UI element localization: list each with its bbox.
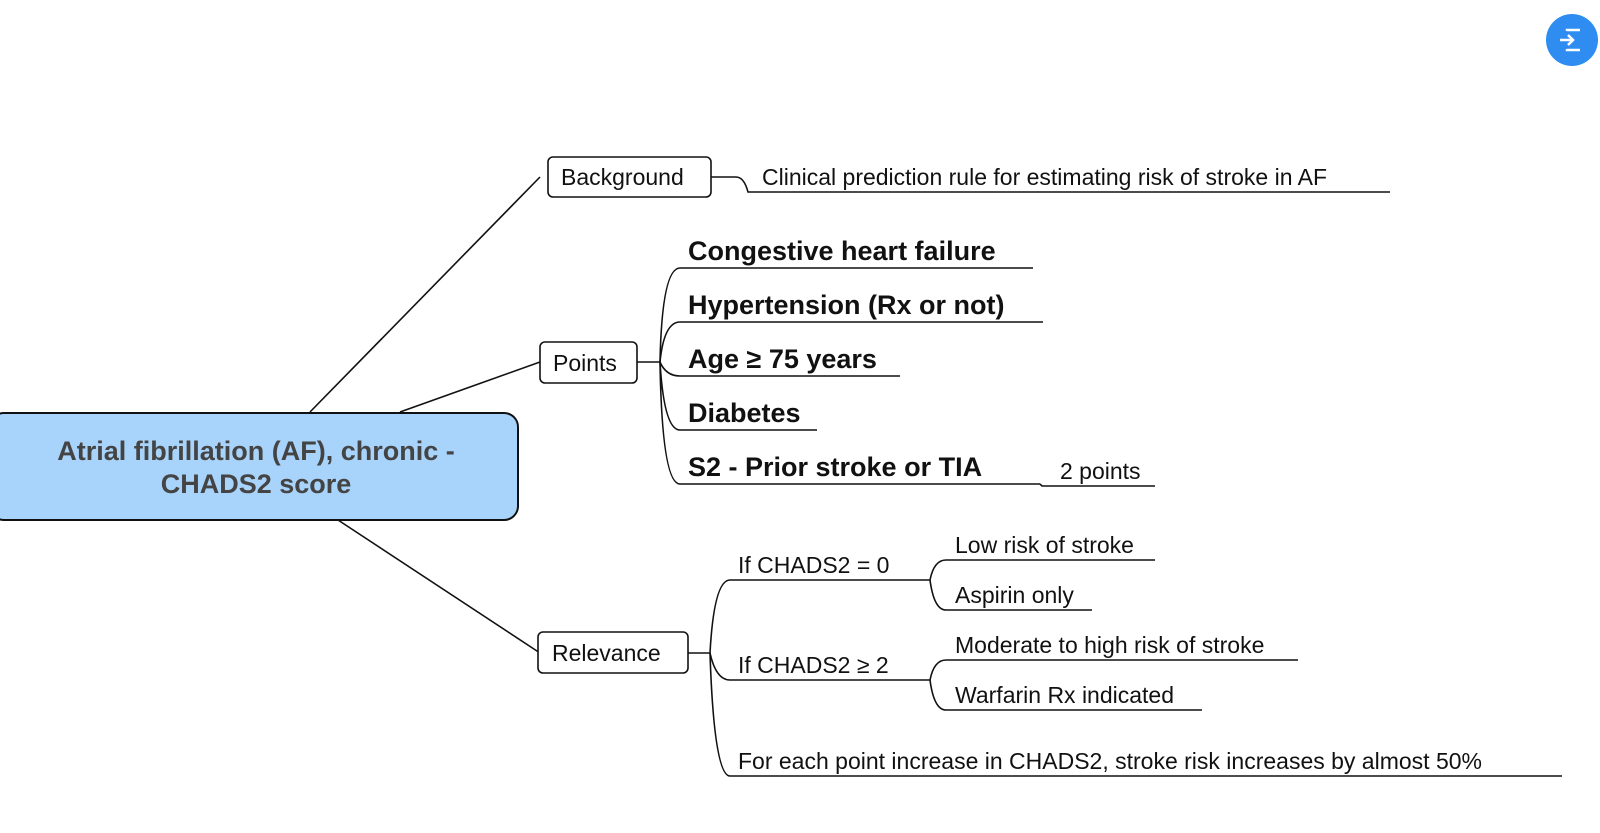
chads0-item: Low risk of stroke — [955, 532, 1134, 558]
connector-low-risk — [929, 559, 1155, 581]
point-item: Age ≥ 75 years — [688, 344, 877, 374]
chads0-item: Aspirin only — [955, 582, 1074, 608]
relevance-note: For each point increase in CHADS2, strok… — [738, 748, 1482, 774]
s2-note: 2 points — [1060, 458, 1141, 484]
point-item: S2 - Prior stroke or TIA — [688, 452, 982, 482]
chads0-label: If CHADS2 = 0 — [738, 552, 889, 578]
connector-relevance — [337, 519, 541, 654]
relevance-node[interactable]: Relevance — [537, 631, 689, 674]
point-item: Congestive heart failure — [688, 236, 996, 266]
point-item: Hypertension (Rx or not) — [688, 290, 1005, 320]
relevance-label: Relevance — [552, 640, 661, 666]
root-title-line1: Atrial fibrillation (AF), chronic - — [57, 436, 455, 466]
background-label: Background — [561, 164, 684, 190]
connector-s2-note — [1039, 483, 1155, 487]
connector-points — [399, 361, 541, 413]
background-node[interactable]: Background — [547, 156, 712, 198]
connector-chads0 — [709, 579, 930, 654]
point-item: Diabetes — [688, 398, 801, 428]
root-title-line2: CHADS2 score — [161, 469, 352, 499]
points-label: Points — [553, 350, 617, 376]
connector-point-0 — [659, 267, 1033, 363]
chads2-item: Moderate to high risk of stroke — [955, 632, 1264, 658]
connector-background — [309, 176, 541, 413]
connector-aspirin — [929, 579, 1092, 611]
connector-warfarin — [929, 679, 1202, 711]
chads2-item: Warfarin Rx indicated — [955, 682, 1174, 708]
connector-chads2 — [709, 652, 930, 681]
connector-point-1 — [659, 321, 1043, 363]
sign-in-icon — [1560, 28, 1580, 52]
floating-action-button[interactable] — [1546, 14, 1598, 66]
connector-point-4 — [659, 361, 1040, 485]
connector-background-detail — [711, 176, 1390, 193]
background-detail: Clinical prediction rule for estimating … — [762, 164, 1327, 190]
root-node[interactable]: Atrial fibrillation (AF), chronic - CHAD… — [0, 412, 519, 521]
points-node[interactable]: Points — [539, 341, 638, 384]
connector-moderate — [929, 659, 1298, 681]
connector-note — [709, 652, 1562, 777]
chads2-label: If CHADS2 ≥ 2 — [738, 652, 889, 678]
connector-point-2 — [659, 361, 900, 377]
